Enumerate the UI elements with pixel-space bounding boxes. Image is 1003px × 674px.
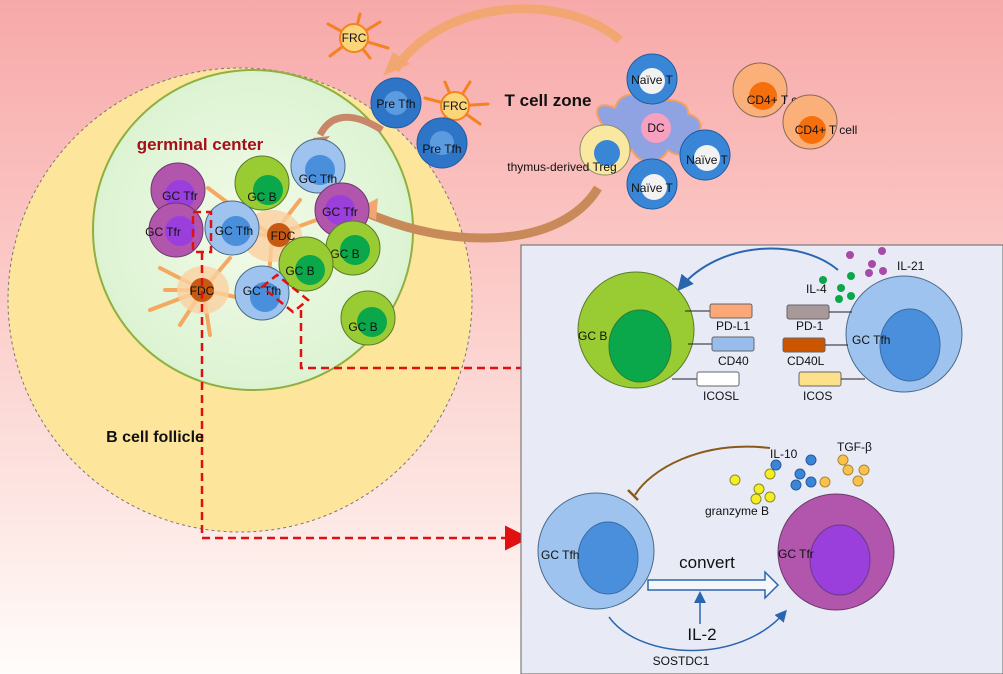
gc-b-cell: GC B <box>234 155 290 211</box>
gc-tfh-cell: GC Tfh <box>290 138 346 194</box>
gc-b-cell: GC B <box>325 220 381 276</box>
convert-label: convert <box>679 553 735 572</box>
svg-text:FRC: FRC <box>443 99 468 113</box>
il21-label: IL-21 <box>897 259 925 273</box>
svg-text:GC Tfr: GC Tfr <box>322 205 358 219</box>
germinal-center-label: germinal center <box>137 135 264 154</box>
svg-text:thymus-derived Treg: thymus-derived Treg <box>507 160 616 174</box>
convert-arrow <box>647 570 780 600</box>
svg-text:GC Tfr: GC Tfr <box>162 189 198 203</box>
svg-text:Naïve T: Naïve T <box>631 181 673 195</box>
sostdc1-arrow <box>608 609 787 652</box>
cytokine-arrow <box>677 247 839 292</box>
il21-molecules <box>846 247 887 277</box>
granzyme-label: granzyme B <box>705 504 769 518</box>
receptor-icos: ICOS <box>798 371 865 403</box>
svg-text:GC Tfh: GC Tfh <box>215 224 253 238</box>
gc-tfr-cell-large: GC Tfr <box>777 493 895 611</box>
svg-text:Naïve T: Naïve T <box>686 153 728 167</box>
svg-text:GC Tfh: GC Tfh <box>299 172 337 186</box>
svg-text:Pre Tfh: Pre Tfh <box>422 142 461 156</box>
svg-text:GC Tfh: GC Tfh <box>541 548 579 562</box>
fdc-cell: FDC <box>267 223 296 247</box>
svg-text:PD-1: PD-1 <box>796 319 824 333</box>
gc-b-cell: GC B <box>340 290 396 346</box>
t-cell-zone-label: T cell zone <box>505 91 592 110</box>
naive-t-cell: Naïve T <box>626 158 678 210</box>
svg-text:GC B: GC B <box>285 264 314 278</box>
svg-text:GC B: GC B <box>348 320 377 334</box>
svg-text:CD4+ T cell: CD4+ T cell <box>795 123 858 137</box>
cd4-t-cell: CD4+ T cell <box>732 62 809 118</box>
gc-tfr-cell: GC Tfr <box>145 202 204 258</box>
svg-text:GC Tfh: GC Tfh <box>852 333 890 347</box>
gc-tfh-cell: GC Tfh <box>204 200 260 256</box>
receptor-pd-l1: PD-L1 <box>685 303 753 333</box>
tgfb-molecules <box>819 454 870 488</box>
svg-text:CD40L: CD40L <box>787 354 825 368</box>
svg-text:ICOSL: ICOSL <box>703 389 739 403</box>
svg-text:FDC: FDC <box>271 229 296 243</box>
receptor-pd-1: PD-1 <box>786 304 852 333</box>
frc-cell: FRC <box>423 80 490 128</box>
tgfb-label: TGF-β <box>837 440 872 454</box>
svg-text:DC: DC <box>647 121 665 135</box>
svg-text:CD40: CD40 <box>718 354 749 368</box>
gc-tfh-cell-large: GC Tfh <box>537 492 655 610</box>
highlight-connector <box>191 210 560 551</box>
gc-b-cell-large: GC B <box>577 271 695 389</box>
arrow-pretfh-to-gc <box>316 113 384 137</box>
gc-tfh-cell: GC Tfh <box>234 265 290 321</box>
arrow-naive-to-pretfh <box>391 4 623 73</box>
pre-tfh-cell: Pre Tfh <box>370 77 422 129</box>
svg-text:GC Tfr: GC Tfr <box>145 225 181 239</box>
il2-label: IL-2 <box>687 625 716 644</box>
granzyme-molecules <box>729 468 776 505</box>
svg-text:Pre Tfh: Pre Tfh <box>376 97 415 111</box>
frc-cell: FRC <box>326 12 390 60</box>
svg-text:FRC: FRC <box>342 31 367 45</box>
svg-text:GC B: GC B <box>247 190 276 204</box>
sostdc1-label: SOSTDC1 <box>653 654 710 668</box>
gc-b-cell: GC B <box>278 236 334 292</box>
svg-text:GC B: GC B <box>330 247 359 261</box>
il10-molecules <box>770 454 817 491</box>
cd4-t-cell: CD4+ T cell <box>782 94 858 150</box>
svg-text:GC B: GC B <box>578 329 607 343</box>
naive-t-cell: Naïve T <box>626 53 678 105</box>
pre-tfh-cell: Pre Tfh <box>416 117 468 169</box>
receptor-cd40: CD40 <box>688 336 755 368</box>
svg-text:PD-L1: PD-L1 <box>716 319 750 333</box>
b-cell-follicle-label: B cell follicle <box>106 429 204 446</box>
svg-text:Naïve T: Naïve T <box>631 73 673 87</box>
il4-label: IL-4 <box>806 282 827 296</box>
svg-text:ICOS: ICOS <box>803 389 832 403</box>
il10-label: IL-10 <box>770 447 798 461</box>
gc-tfh-cell-large: GC Tfh <box>845 275 963 393</box>
receptor-cd40l: CD40L <box>782 337 848 368</box>
gc-tfr-cell: GC Tfr <box>150 162 206 218</box>
il4-molecules <box>819 272 855 303</box>
svg-text:GC Tfr: GC Tfr <box>778 547 814 561</box>
treg-cell: thymus-derived Treg <box>507 124 631 176</box>
naive-t-cell: Naïve T <box>679 129 731 181</box>
arrow-treg-to-gctfr <box>363 185 602 243</box>
receptor-icosl: ICOSL <box>672 371 740 403</box>
inhibition-arrow <box>634 445 771 496</box>
